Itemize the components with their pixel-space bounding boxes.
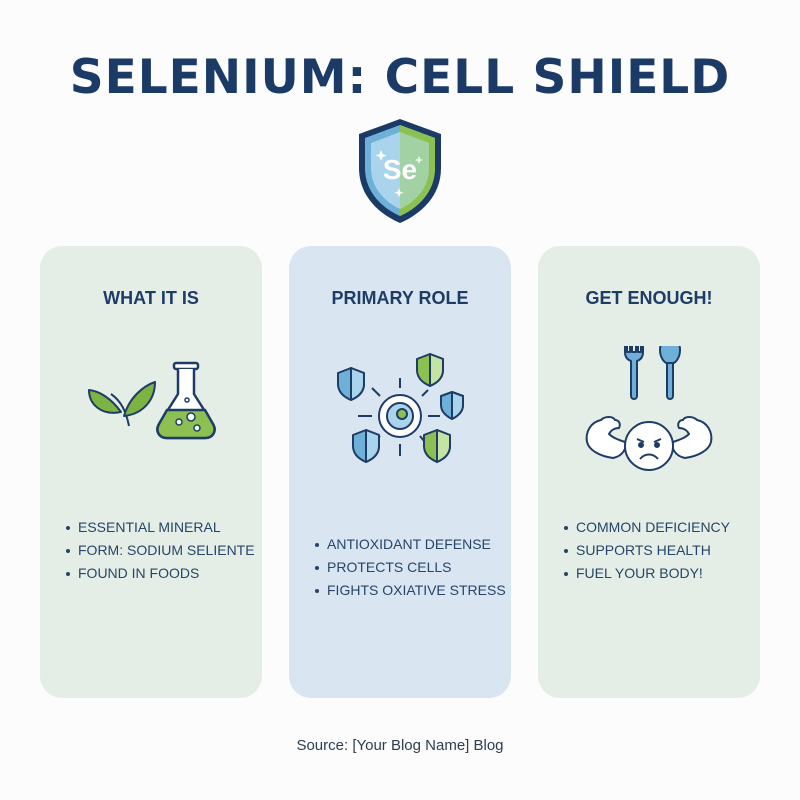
card-title: GET ENOUGH! — [585, 288, 713, 308]
list-item: FOUND IN FOODS — [66, 562, 254, 585]
bullet-list: ANTIOXIDANT DEFENSE PROTECTS CELLS FIGHT… — [315, 533, 506, 602]
card-what-it-is: WHAT IT IS ESSENTIAL MINERAL FORM: SODIU… — [40, 246, 262, 698]
list-item: PROTECTS CELLS — [315, 556, 503, 579]
card-get-enough: GET ENOUGH! COMMON DEFICIENCY SUPPORTS H… — [538, 246, 760, 698]
leaf-icon — [88, 381, 156, 427]
list-item: ESSENTIAL MINERAL — [66, 516, 254, 539]
bullet-list: ESSENTIAL MINERAL FORM: SODIUM SELIENTE … — [66, 516, 255, 585]
selenium-symbol: Se — [383, 154, 417, 185]
list-item: FUEL YOUR BODY! — [564, 562, 752, 585]
fork-icon — [624, 346, 644, 400]
card-title: PRIMARY ROLE — [331, 288, 469, 308]
page-title: SELENIUM: CELL SHIELD — [69, 50, 731, 105]
list-item: FIGHTS OXIATIVE STRESS — [315, 579, 506, 602]
list-item: COMMON DEFICIENCY — [564, 516, 752, 539]
card-title: WHAT IT IS — [103, 288, 199, 308]
list-item: SUPPORTS HEALTH — [564, 539, 752, 562]
bullet-list: COMMON DEFICIENCY SUPPORTS HEALTH FUEL Y… — [564, 516, 752, 585]
cell-shield-icon — [337, 353, 464, 463]
flexing-face-icon — [585, 416, 713, 471]
spoon-icon — [659, 346, 681, 400]
leaf-flask-icon — [88, 361, 216, 440]
shield-icon — [337, 353, 464, 463]
cell-icon — [358, 378, 440, 456]
card-primary-role: PRIMARY ROLE ANTIOXI — [289, 246, 511, 698]
list-item: ANTIOXIDANT DEFENSE — [315, 533, 503, 556]
food-strength-icon — [585, 346, 713, 471]
flask-icon — [156, 361, 216, 440]
shield-icon: Se — [359, 119, 441, 223]
list-item: FORM: SODIUM SELIENTE — [66, 539, 255, 562]
source-credit: Source: [Your Blog Name] Blog — [296, 737, 504, 754]
